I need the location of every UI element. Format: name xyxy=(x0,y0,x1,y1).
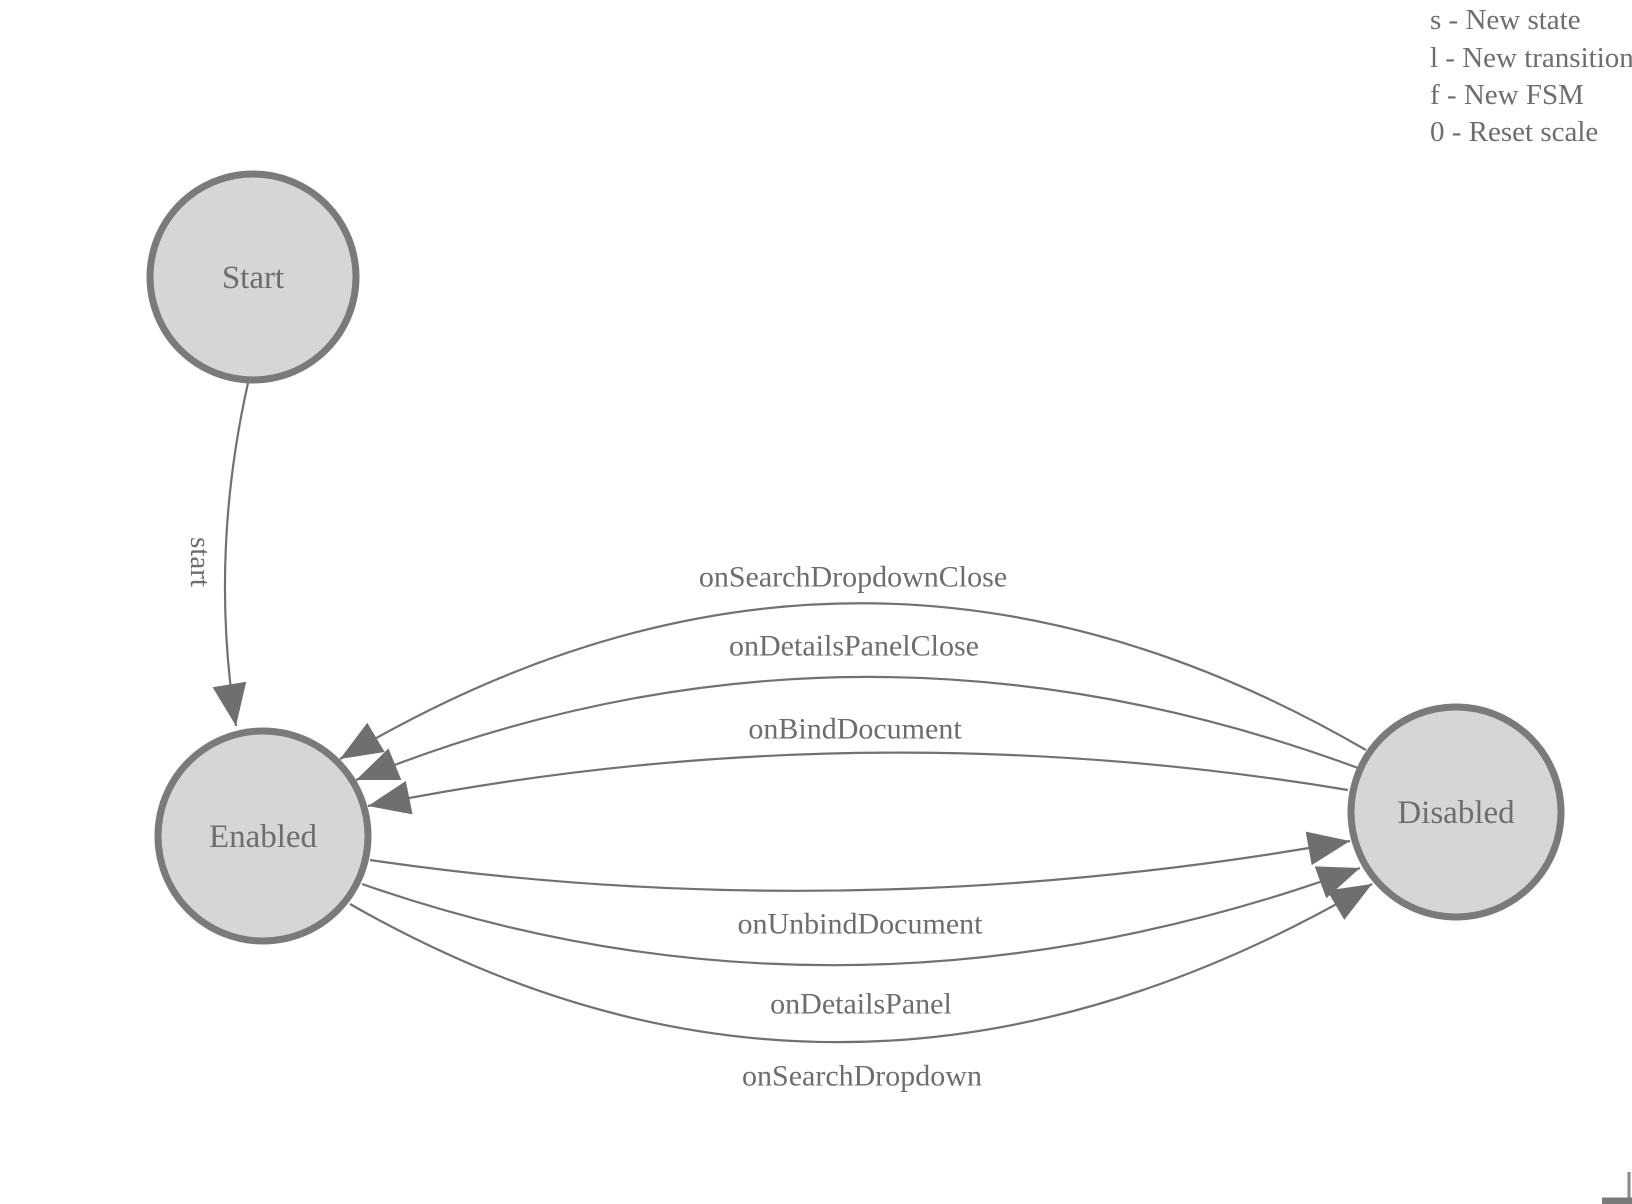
state-node-start[interactable]: Start xyxy=(146,170,360,384)
arrowhead-icon xyxy=(1305,831,1350,866)
shortcut-legend: s - New state l - New transition f - New… xyxy=(1430,4,1632,148)
transition-start-curve[interactable] xyxy=(223,382,250,727)
legend-line-new-fsm: f - New FSM xyxy=(1430,79,1584,111)
arrowhead-icon xyxy=(1327,884,1372,920)
transition-curve[interactable] xyxy=(349,883,1373,1044)
transition-label[interactable]: onSearchDropdownClose xyxy=(696,558,1009,596)
legend-line-reset-scale: 0 - Reset scale xyxy=(1430,116,1598,148)
transition-curve[interactable] xyxy=(355,675,1359,782)
state-label: Enabled xyxy=(209,819,318,855)
arrowhead-icon xyxy=(1314,866,1360,899)
state-circle[interactable] xyxy=(146,170,360,384)
state-node-enabled[interactable]: Enabled xyxy=(154,727,372,945)
transition-label[interactable]: onBindDocument xyxy=(746,710,965,748)
transition-curve[interactable] xyxy=(361,866,1361,967)
transition-label[interactable]: onSearchDropdown xyxy=(740,1057,985,1095)
transition-curve[interactable] xyxy=(367,751,1349,808)
state-label: Start xyxy=(222,260,284,296)
arrowhead-icon xyxy=(356,748,402,780)
transition-start[interactable]: start xyxy=(184,382,250,727)
state-circle[interactable] xyxy=(154,727,372,945)
arrowhead-icon xyxy=(368,781,413,815)
transition-onBindDocument[interactable]: onBindDocument xyxy=(367,710,1349,815)
transition-label[interactable]: onDetailsPanel xyxy=(768,985,955,1023)
transition-start-label[interactable]: start xyxy=(184,537,216,587)
transition-curve[interactable] xyxy=(339,602,1367,760)
transition-onDetailsPanel[interactable]: onDetailsPanel xyxy=(361,866,1361,1023)
state-node-disabled[interactable]: Disabled xyxy=(1347,703,1565,921)
state-circle[interactable] xyxy=(1347,703,1565,921)
arrowhead-icon xyxy=(340,722,385,759)
transition-onDetailsPanelClose[interactable]: onDetailsPanelClose xyxy=(355,627,1359,782)
corner-marker-horizontal xyxy=(1602,1197,1632,1204)
transition-onUnbindDocument[interactable]: onUnbindDocument xyxy=(369,831,1351,943)
transition-label[interactable]: onDetailsPanelClose xyxy=(727,627,982,665)
canvas-corner-marker xyxy=(1602,1172,1632,1204)
state-label: Disabled xyxy=(1397,795,1515,831)
corner-marker-vertical xyxy=(1627,1172,1631,1200)
transition-curve[interactable] xyxy=(369,839,1351,892)
transition-onSearchDropdown[interactable]: onSearchDropdown xyxy=(349,883,1373,1095)
transition-onSearchDropdownClose[interactable]: onSearchDropdownClose xyxy=(339,558,1367,760)
legend-line-new-state: s - New state xyxy=(1430,4,1581,36)
transition-label[interactable]: onUnbindDocument xyxy=(735,905,986,943)
legend-line-new-transition: l - New transition xyxy=(1430,42,1632,74)
arrowhead-icon xyxy=(212,681,247,726)
